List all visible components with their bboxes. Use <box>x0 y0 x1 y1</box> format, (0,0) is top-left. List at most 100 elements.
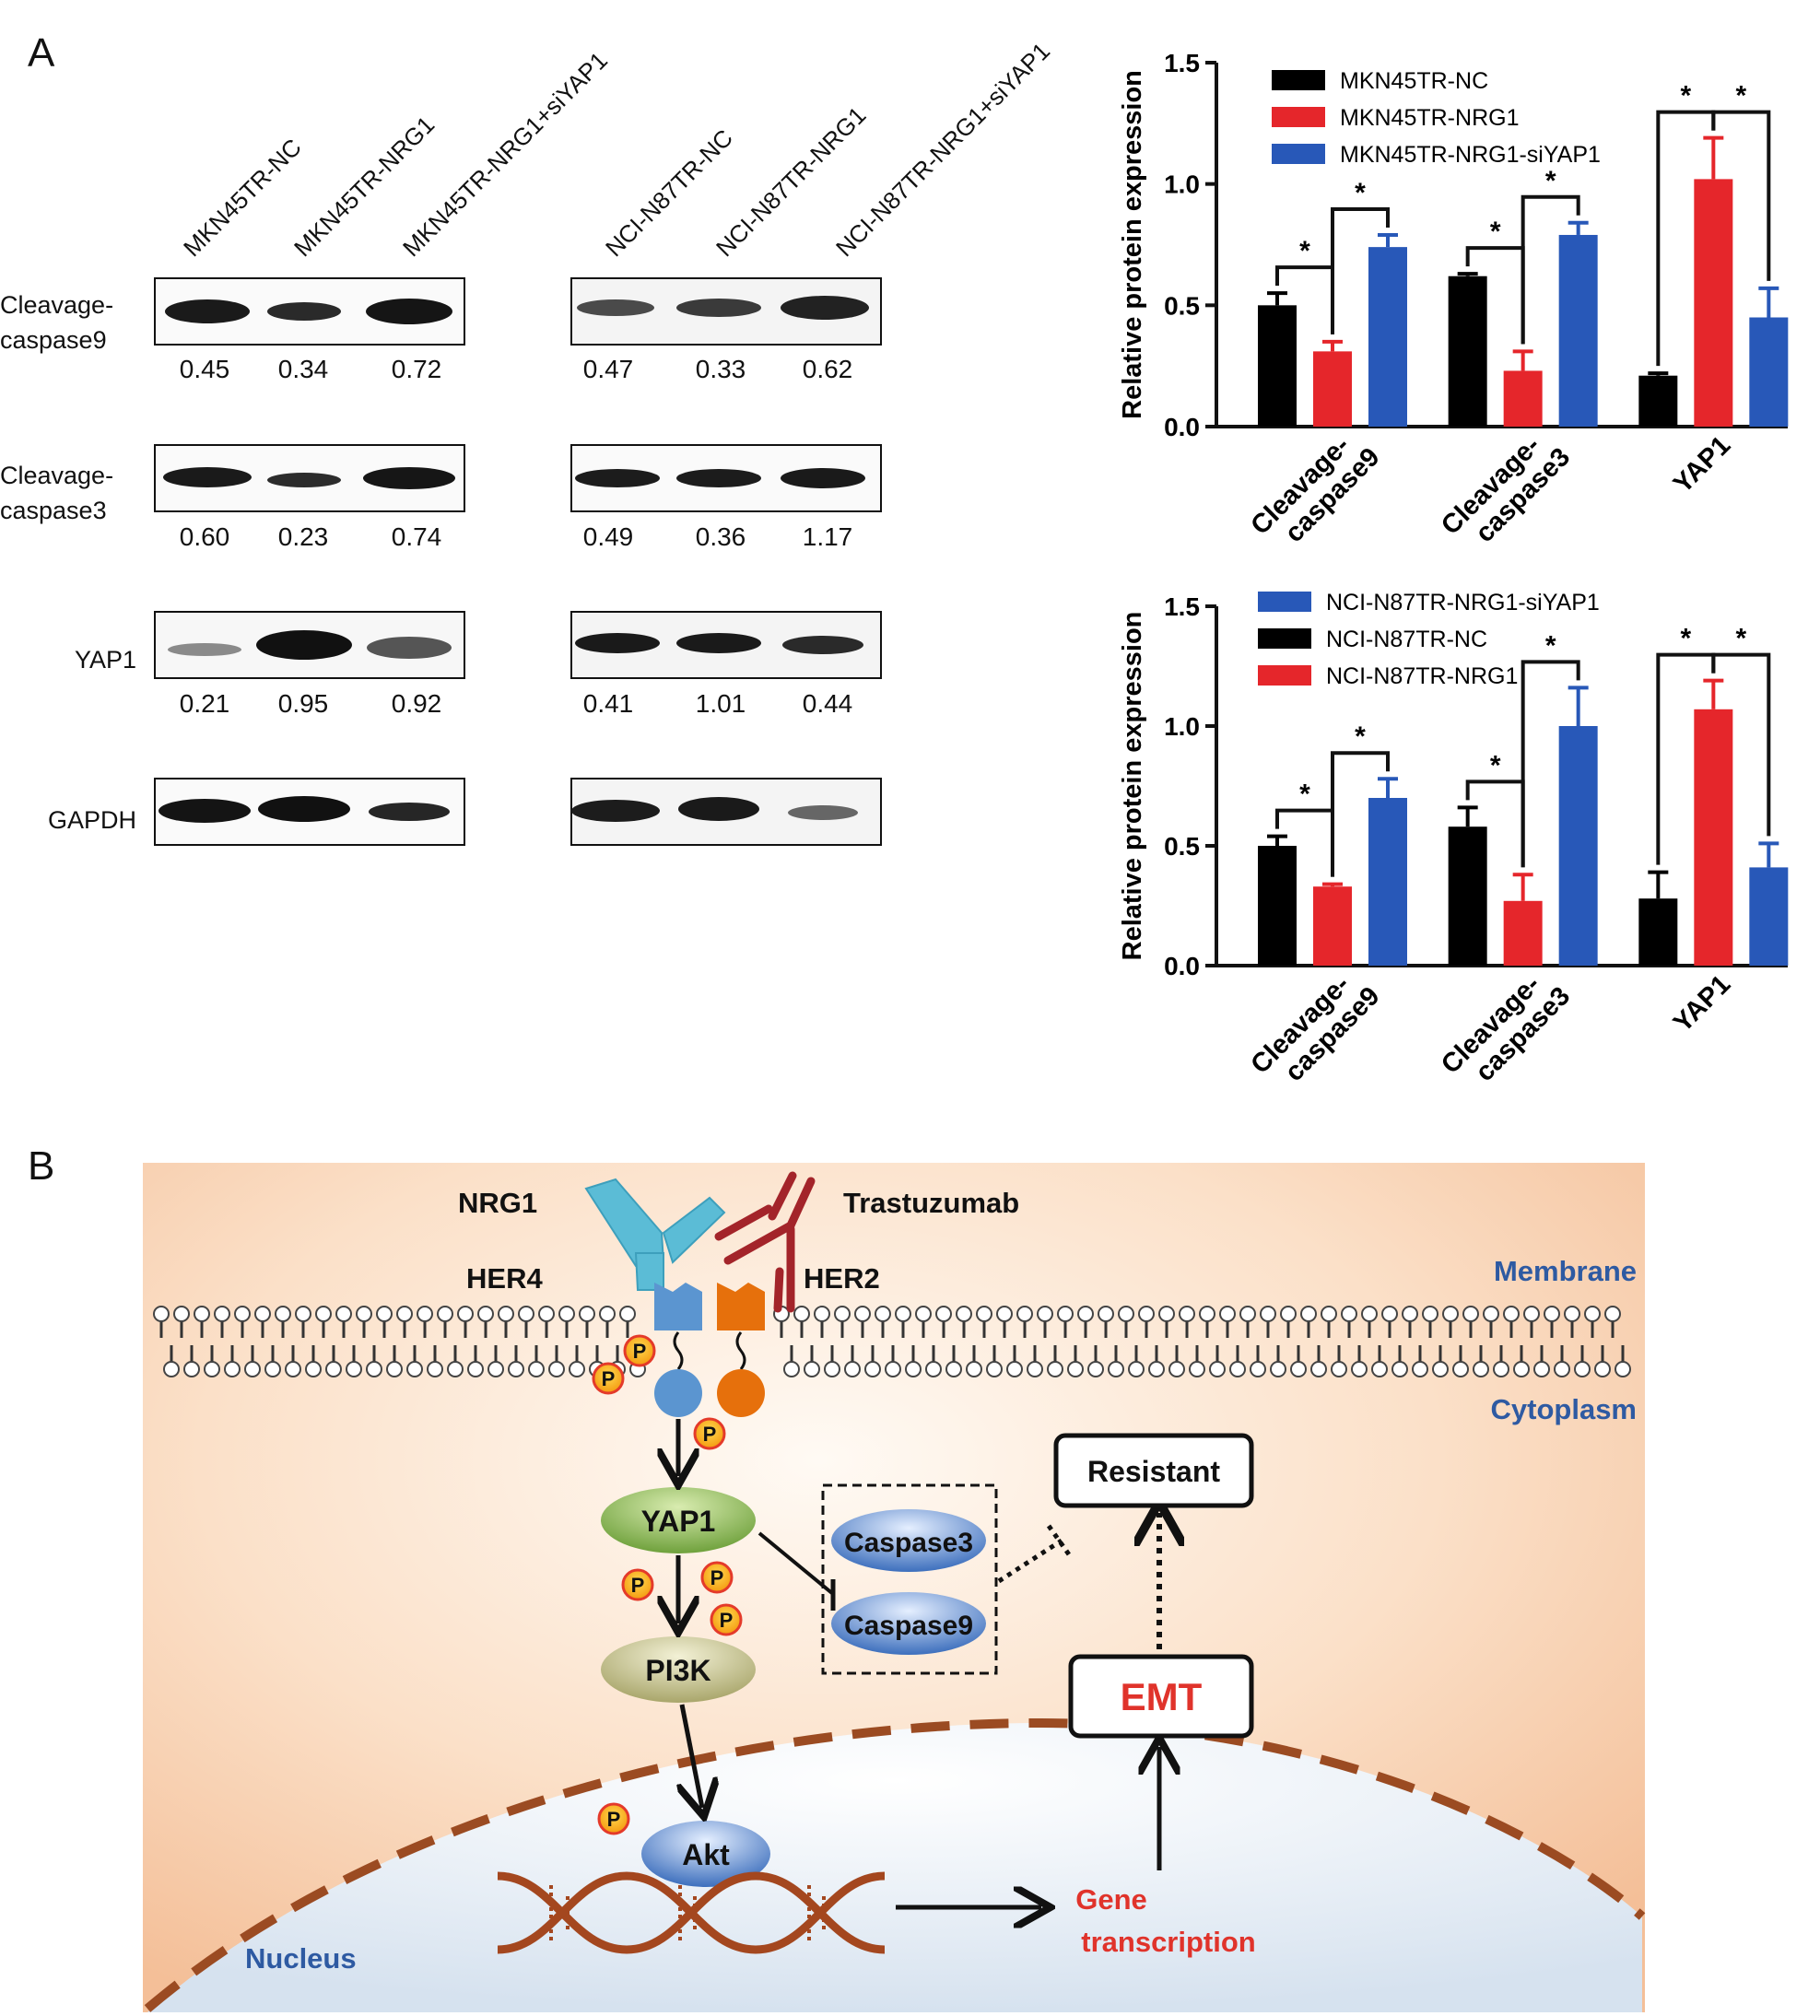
blot-band <box>267 302 341 321</box>
lipid-head <box>1027 1361 1043 1377</box>
y-tick-label: 1.0 <box>1164 170 1200 199</box>
lipid-head <box>1209 1361 1226 1377</box>
bar <box>1313 351 1352 427</box>
lipid-head <box>204 1361 220 1377</box>
blot-labels: Cleavage- caspase9 Cleavage- caspase3 YA… <box>0 291 136 834</box>
x-tick-label-line: YAP1 <box>1668 430 1736 498</box>
bar <box>1258 305 1297 427</box>
blot-band <box>168 643 241 656</box>
lipid-head <box>467 1361 484 1377</box>
lipid-head <box>1432 1361 1449 1377</box>
x-tick-label: Cleavage-caspase9 <box>1245 421 1385 561</box>
legend-label: NCI-N87TR-NC <box>1326 627 1487 652</box>
akt-node <box>641 1821 770 1887</box>
blot-label-caspase3-line2: caspase3 <box>0 497 107 524</box>
lipid-head <box>1422 1306 1438 1322</box>
panel-b-letter: B <box>28 1143 54 1189</box>
bar <box>1448 826 1487 966</box>
lipid-head <box>1493 1361 1509 1377</box>
lipid-head <box>834 1306 851 1322</box>
blot-value: 0.34 <box>278 355 329 383</box>
emt-label: EMT <box>1121 1675 1203 1718</box>
significance-star: * <box>1299 779 1310 810</box>
blot-band <box>369 803 450 821</box>
y-tick-label: 1.5 <box>1164 592 1200 621</box>
lipid-head <box>275 1306 291 1322</box>
blot-band <box>366 299 452 324</box>
lipid-head <box>1098 1306 1114 1322</box>
significance-bracket <box>1521 660 1580 868</box>
legend-swatch <box>1258 665 1311 686</box>
significance-bracket <box>1331 206 1390 334</box>
yap1-node <box>601 1487 756 1553</box>
blot-value: 0.95 <box>278 689 329 718</box>
lipid-head <box>396 1306 413 1322</box>
lipid-head <box>1462 1306 1479 1322</box>
lipid-head <box>1473 1361 1489 1377</box>
bar <box>1313 886 1352 966</box>
bar <box>1368 247 1407 427</box>
lipid-head <box>569 1361 585 1377</box>
nucleus-label: Nucleus <box>245 1942 357 1975</box>
lipid-head <box>976 1306 992 1322</box>
lipid-head <box>1260 1306 1276 1322</box>
bar <box>1558 234 1598 427</box>
lipid-head <box>447 1361 464 1377</box>
trastuzumab-label: Trastuzumab <box>843 1187 1019 1219</box>
y-tick-label: 1.0 <box>1164 712 1200 741</box>
lipid-head <box>498 1306 514 1322</box>
lipid-head <box>356 1306 372 1322</box>
lipid-head <box>599 1306 616 1322</box>
lipid-head <box>1219 1306 1236 1322</box>
lipid-head <box>1615 1361 1631 1377</box>
bar <box>1368 798 1407 966</box>
lipid-head <box>194 1306 210 1322</box>
lipid-head <box>295 1306 311 1322</box>
lipid-head <box>366 1361 382 1377</box>
lipid-head <box>1564 1306 1580 1322</box>
lipid-head <box>935 1306 952 1322</box>
lipid-head <box>1381 1306 1398 1322</box>
lipid-head <box>417 1306 433 1322</box>
lane-label: MKN45TR-NC <box>178 134 307 263</box>
panel-a-letter: A <box>28 30 55 76</box>
y-axis-label: Relative protein expression <box>1118 70 1147 419</box>
lipid-head <box>315 1306 332 1322</box>
lipid-head <box>305 1361 322 1377</box>
blot-value: 0.62 <box>803 355 853 383</box>
lipid-head <box>875 1306 891 1322</box>
lipid-head <box>854 1306 871 1322</box>
blot-band <box>577 299 654 316</box>
significance-star: * <box>1545 166 1556 196</box>
lipid-head <box>254 1306 271 1322</box>
lipid-head <box>1594 1361 1611 1377</box>
legend-swatch <box>1272 70 1325 90</box>
lipid-head <box>1503 1306 1520 1322</box>
phosphate-label: P <box>703 1423 717 1446</box>
lipid-head <box>264 1361 281 1377</box>
bar <box>1749 867 1789 966</box>
phosphate-circle <box>710 1603 743 1636</box>
lipid-head <box>244 1361 261 1377</box>
lipid-head <box>793 1306 810 1322</box>
blot-values: 0.45 0.34 0.72 0.47 0.33 0.62 0.60 0.23 … <box>180 355 853 718</box>
phosphate-label: P <box>607 1808 621 1831</box>
significance-star: * <box>1490 750 1501 780</box>
lipid-head <box>1016 1306 1033 1322</box>
bar <box>1694 179 1733 427</box>
blot-band <box>163 467 252 487</box>
nuclear-envelope <box>144 1717 1646 2012</box>
blot-band <box>258 796 350 822</box>
lipid-head <box>1057 1306 1074 1322</box>
gene-transcription-label-line2: transcription <box>1081 1926 1255 1958</box>
blot-band <box>267 473 341 487</box>
lipid-head <box>1300 1306 1317 1322</box>
nrg1-ligand <box>584 1178 726 1291</box>
lipid-head <box>1290 1361 1307 1377</box>
lipid-head <box>1513 1361 1530 1377</box>
lipid-head <box>528 1361 545 1377</box>
blot-label-caspase3-line1: Cleavage- <box>0 462 113 489</box>
blot-value: 0.74 <box>392 522 442 551</box>
dotted-inhibition-line <box>997 1538 1063 1584</box>
